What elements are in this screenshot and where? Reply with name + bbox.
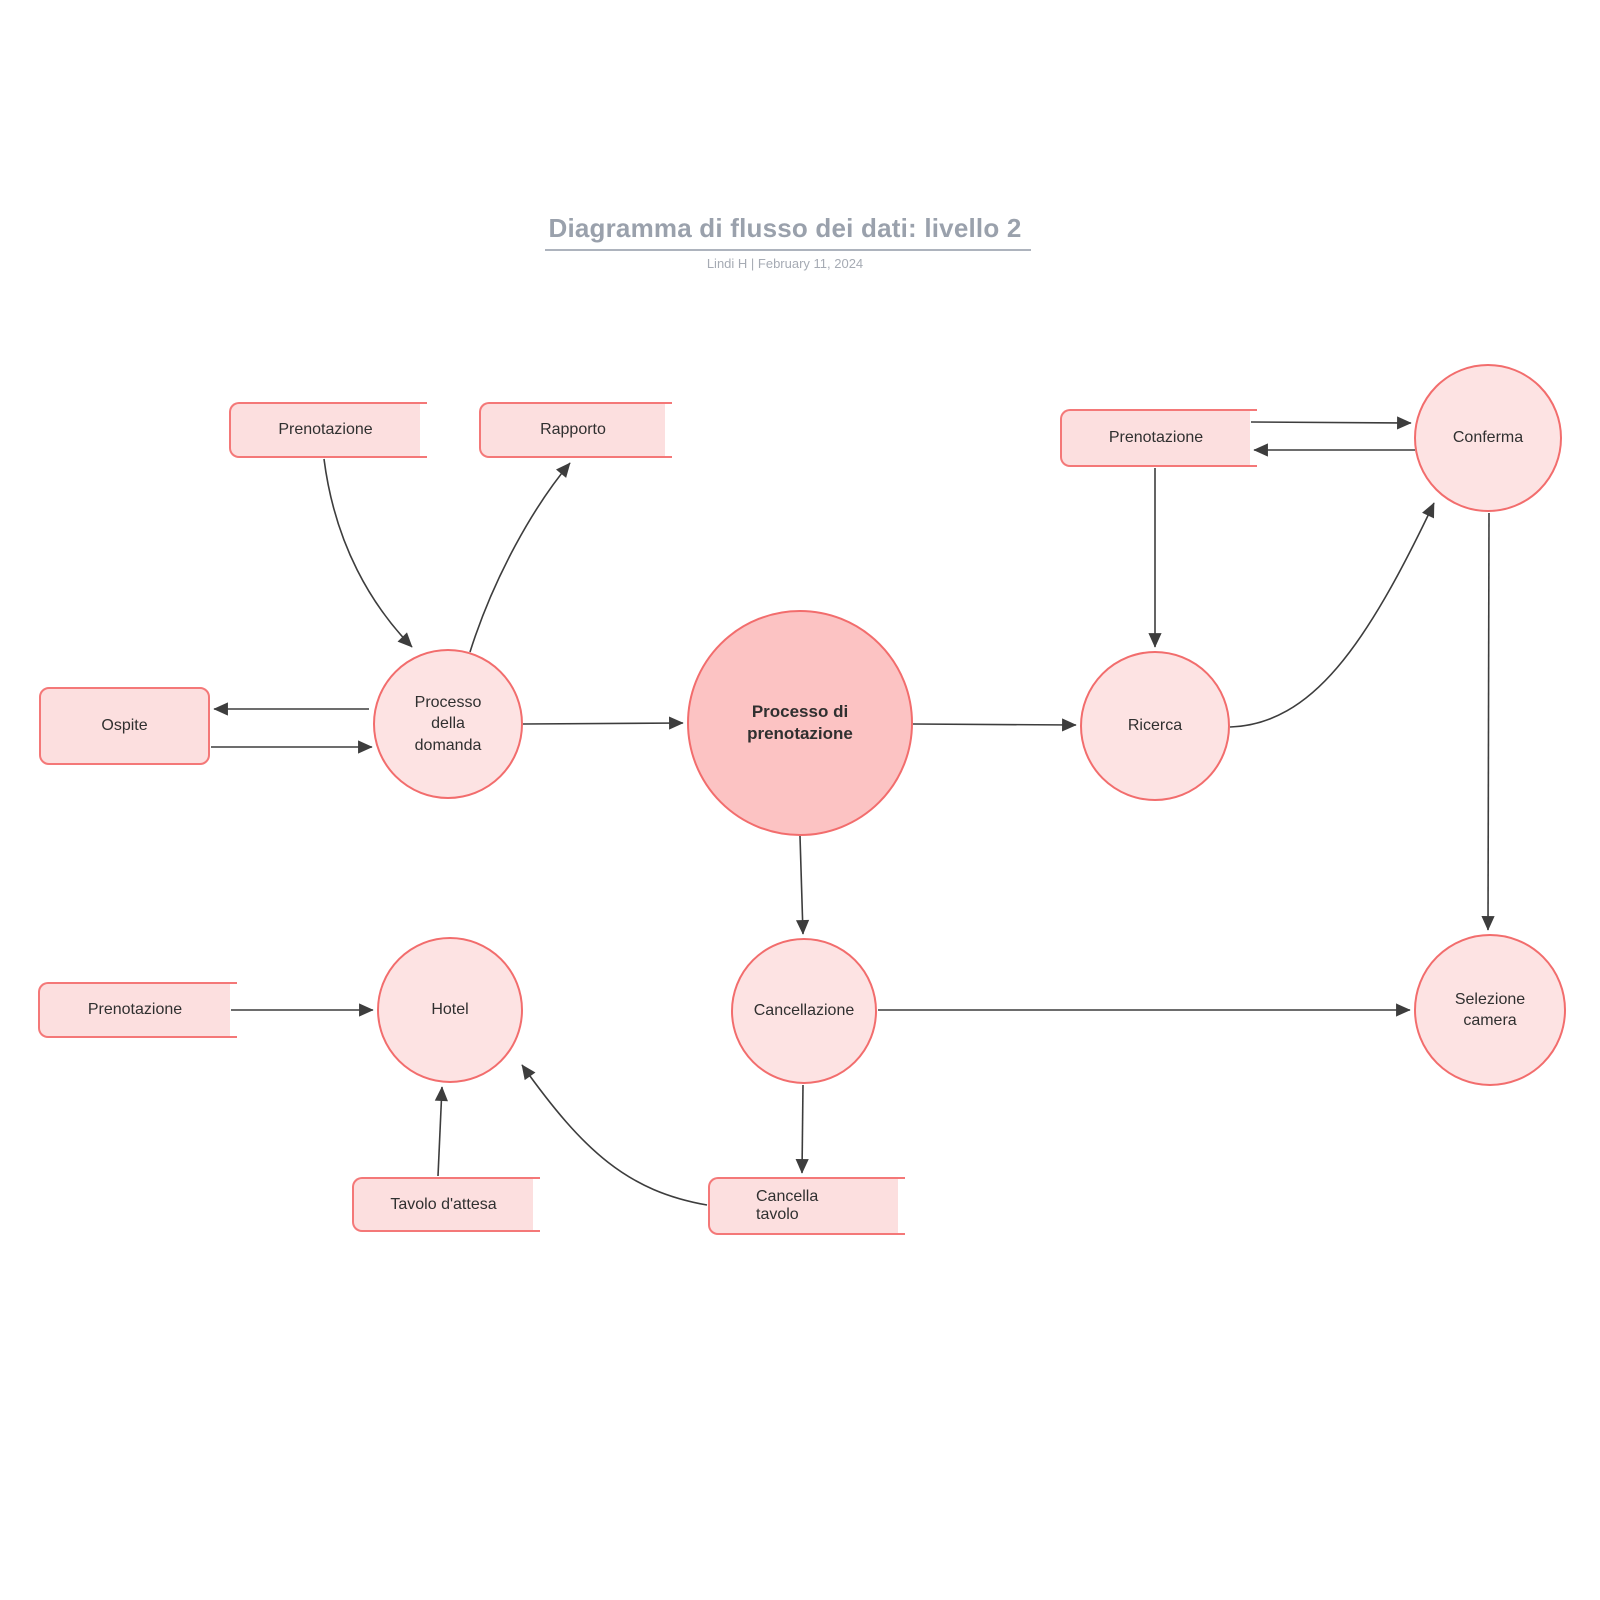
entity-label: Ospite xyxy=(101,717,148,734)
edge-prenotazione-tr-to-conferma[interactable] xyxy=(1250,416,1412,430)
edge-tavolo-attesa-to-hotel[interactable] xyxy=(434,1086,448,1177)
datastore-cancella-tavolo[interactable]: Cancella tavolo xyxy=(708,1177,905,1235)
process-ricerca[interactable]: Ricerca xyxy=(1080,651,1230,801)
edge-cancella-tavolo-to-hotel[interactable] xyxy=(521,1064,708,1206)
datastore-label: Tavolo d'attesa xyxy=(390,1195,497,1213)
process-label: Conferma xyxy=(1452,429,1524,447)
datastore-label: Prenotazione xyxy=(87,1001,183,1018)
datastore-rapporto[interactable]: Rapporto xyxy=(479,402,672,458)
process-conferma[interactable]: Conferma xyxy=(1414,364,1562,512)
edge-domanda-to-prenotazione-process[interactable] xyxy=(522,716,684,730)
byline: Lindi H | February 11, 2024 xyxy=(706,256,864,271)
datastore-label: Rapporto xyxy=(540,421,606,438)
process-label: Processo di prenotazione xyxy=(747,701,853,743)
page-title: Diagramma di flusso dei dati: livello 2 xyxy=(548,213,1022,243)
process-cancellazione[interactable]: Cancellazione xyxy=(731,938,877,1084)
datastore-prenotazione-top-left[interactable]: Prenotazione xyxy=(229,402,427,458)
edge-prenotazione-process-to-ricerca[interactable] xyxy=(912,718,1077,732)
process-label: Ricerca xyxy=(1127,717,1183,735)
datastore-label: Prenotazione xyxy=(1108,429,1204,446)
process-selezione-camera[interactable]: Selezione camera xyxy=(1414,934,1566,1086)
datastore-prenotazione-bottom-left[interactable]: Prenotazione xyxy=(38,982,237,1038)
edge-cancellazione-to-cancella-tavolo[interactable] xyxy=(795,1084,809,1174)
process-label: Hotel xyxy=(431,1001,469,1019)
process-label: Selezione camera xyxy=(1454,990,1526,1029)
process-label: Cancellazione xyxy=(753,1002,855,1020)
datastore-tavolo-attesa[interactable]: Tavolo d'attesa xyxy=(352,1177,540,1232)
edge-prenotazione-tl-to-domanda[interactable] xyxy=(323,458,413,648)
title-underline xyxy=(545,249,1031,251)
datastore-label: Prenotazione xyxy=(278,421,373,438)
process-domanda[interactable]: Processo della domanda xyxy=(373,649,523,799)
datastore-label: Cancella tavolo xyxy=(756,1188,819,1223)
edge-prenotazione-process-to-cancellazione[interactable] xyxy=(795,835,810,935)
process-prenotazione[interactable]: Processo di prenotazione xyxy=(687,610,913,836)
edge-domanda-to-rapporto[interactable] xyxy=(469,462,571,653)
edge-ricerca-to-conferma[interactable] xyxy=(1229,502,1435,728)
process-label: Processo della domanda xyxy=(414,694,482,754)
process-hotel[interactable]: Hotel xyxy=(377,937,523,1083)
edge-conferma-to-selezione[interactable] xyxy=(1481,512,1495,931)
datastore-prenotazione-top-right[interactable]: Prenotazione xyxy=(1060,409,1257,467)
entity-ospite[interactable]: Ospite xyxy=(39,687,210,765)
